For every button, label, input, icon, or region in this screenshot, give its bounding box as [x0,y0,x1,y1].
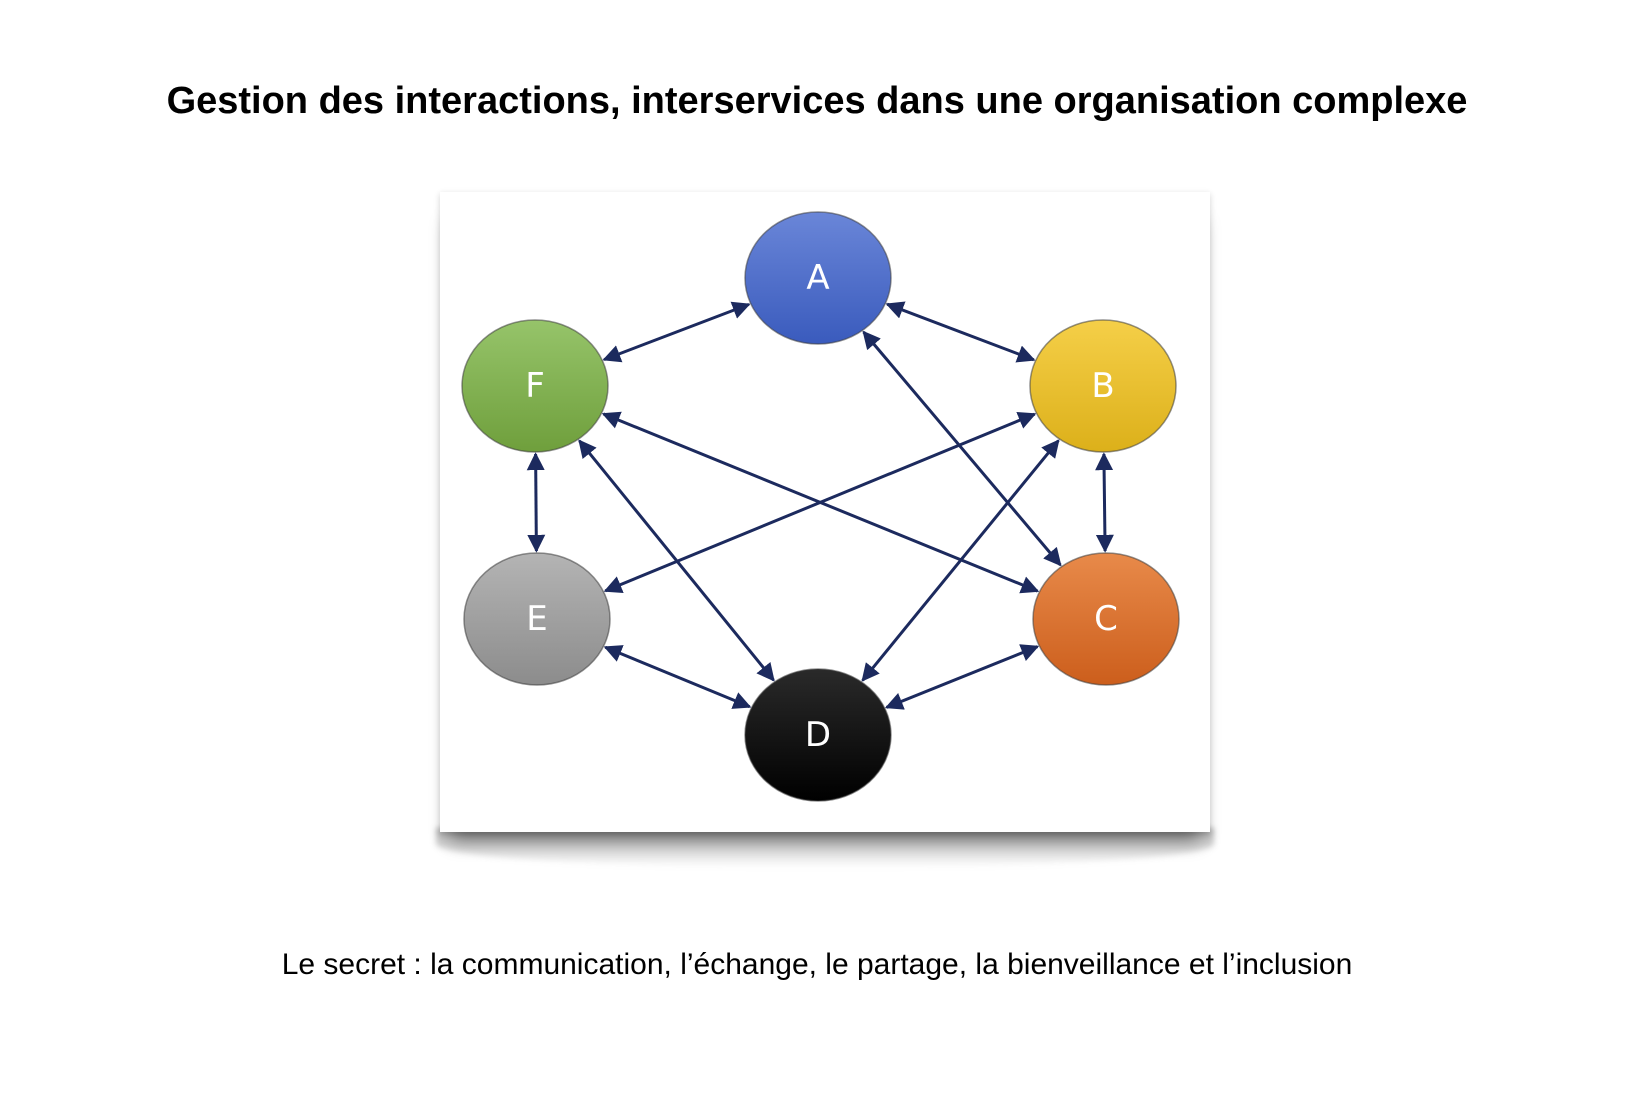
edge-c-d [884,644,1040,710]
caption: Le secret : la communication, l’échange,… [281,948,1353,981]
node-c: C [1032,552,1180,686]
node-c-label: C [1094,599,1118,639]
node-d-label: D [805,715,831,755]
node-e-label: E [526,599,547,639]
edge-f-e [526,452,546,553]
edges-layer [526,301,1114,710]
node-f: F [461,319,609,453]
node-a-label: A [806,258,829,298]
node-f-label: F [525,366,545,406]
edge-a-f [602,301,751,363]
node-b-shape [1029,319,1177,453]
edge-a-c [862,330,1062,567]
node-d: D [744,668,892,802]
node-a-shape [744,211,892,345]
node-b-label: B [1091,366,1114,406]
node-e: E [463,552,611,686]
node-f-shape [461,319,609,453]
figure-reflection [436,828,1214,868]
edge-e-d [603,645,752,709]
edge-a-b [885,301,1036,363]
node-c-shape [1032,552,1180,686]
edge-b-c [1095,452,1114,553]
nodes-layer: A B C D E F [461,211,1180,802]
edge-f-d [578,439,775,682]
node-e-shape [463,552,611,686]
node-b: B [1029,319,1177,453]
node-d-shape [744,668,892,802]
page-title: Gestion des interactions, interservices … [166,80,1468,122]
node-a: A [744,211,892,345]
